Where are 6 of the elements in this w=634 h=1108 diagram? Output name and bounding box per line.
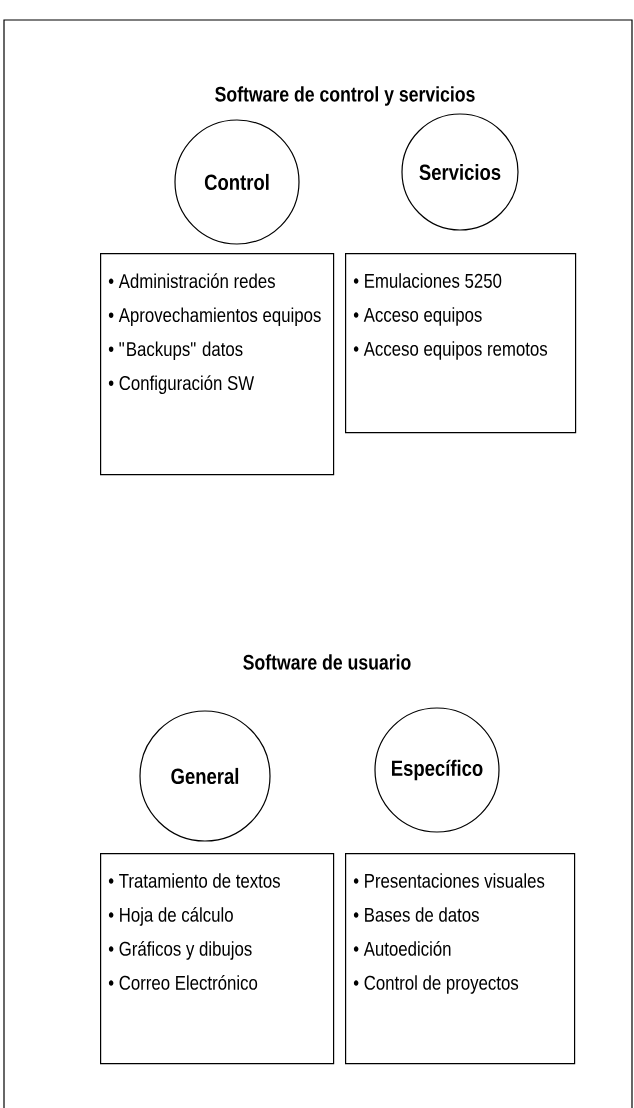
list-box: • Presentaciones visuales • Bases de datos • Autoedición • Control de proyectos bbox=[345, 853, 576, 1065]
list-box: • Administración redes • Aprovechamientos equipos • "Backups" datos • Configuración SW bbox=[100, 253, 335, 476]
section-heading: Software de usuario bbox=[243, 654, 411, 670]
list-box: • Emulaciones 5250 • Acceso equipos • Acceso equipos remotos bbox=[345, 253, 577, 434]
section-heading: Software de control y servicios bbox=[215, 86, 475, 106]
list-box: • Tratamiento de textos • Hoja de cálculo • Gráficos y dibujos • Correo Electrónico bbox=[100, 853, 335, 1065]
